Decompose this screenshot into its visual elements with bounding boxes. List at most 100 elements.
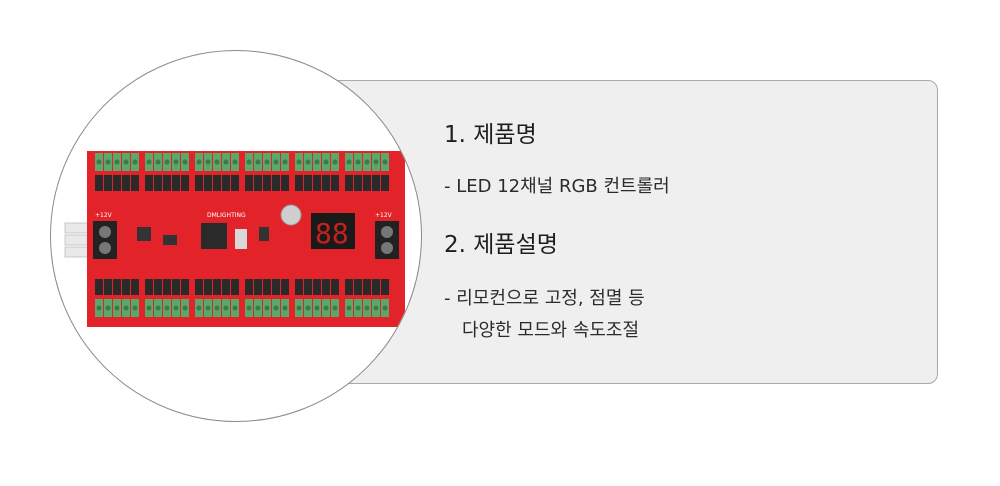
terminal-screw xyxy=(305,305,311,311)
mosfet xyxy=(231,279,239,295)
mosfet xyxy=(181,279,189,295)
terminal-screw xyxy=(255,159,261,165)
terminal-screw xyxy=(323,159,329,165)
terminal-screw xyxy=(273,305,279,311)
seven-segment-display xyxy=(311,213,355,249)
mosfet xyxy=(95,175,103,191)
terminal-screw xyxy=(223,159,229,165)
display-digits: 88 xyxy=(315,217,349,250)
terminal-screw xyxy=(373,305,379,311)
terminal-screw xyxy=(96,305,102,311)
terminal-screw xyxy=(196,159,202,165)
terminal-screw xyxy=(132,159,138,165)
mosfet xyxy=(195,175,203,191)
terminal-screw xyxy=(273,159,279,165)
terminal-screw xyxy=(105,159,111,165)
terminal-screw xyxy=(364,305,370,311)
terminal-screw xyxy=(196,305,202,311)
terminal-screw xyxy=(146,305,152,311)
mosfet xyxy=(263,175,271,191)
mosfet xyxy=(381,279,389,295)
section-desc-product-name: - LED 12채널 RGB 컨트롤러 xyxy=(444,176,670,197)
terminal-screw xyxy=(264,159,270,165)
terminal-screw xyxy=(114,305,120,311)
mosfet xyxy=(304,175,312,191)
mosfet xyxy=(95,279,103,295)
mosfet xyxy=(213,279,221,295)
terminal-screw xyxy=(132,305,138,311)
terminal-screw xyxy=(305,159,311,165)
mosfet xyxy=(145,279,153,295)
section-title-product-name: 1. 제품명 xyxy=(444,122,537,148)
mosfet xyxy=(172,279,180,295)
terminal-screw xyxy=(264,305,270,311)
power-label-right: +12V xyxy=(375,212,393,219)
mosfet xyxy=(245,279,253,295)
section-title-product-description: 2. 제품설명 xyxy=(444,232,558,258)
mosfet xyxy=(254,175,262,191)
buzzer xyxy=(280,204,302,226)
product-photo-circle: +12V +12V 88 DMLIGHTING xyxy=(50,50,422,422)
terminal-screw xyxy=(173,305,179,311)
terminal-screw xyxy=(214,305,220,311)
terminal-screw xyxy=(155,159,161,165)
mosfet xyxy=(272,175,280,191)
mosfet xyxy=(354,279,362,295)
terminal-screw xyxy=(296,159,302,165)
terminal-screw xyxy=(346,159,352,165)
terminal-screw xyxy=(205,159,211,165)
power-label-left: +12V xyxy=(95,212,113,219)
mosfet xyxy=(313,279,321,295)
mosfet xyxy=(104,175,112,191)
terminal-screw xyxy=(182,305,188,311)
mosfet xyxy=(304,279,312,295)
mosfet xyxy=(213,175,221,191)
terminal-screw xyxy=(232,159,238,165)
mosfet xyxy=(231,175,239,191)
terminal-screw xyxy=(123,305,129,311)
mosfet xyxy=(113,175,121,191)
mosfet xyxy=(163,175,171,191)
mosfet xyxy=(345,175,353,191)
mosfet xyxy=(154,279,162,295)
mosfet xyxy=(313,175,321,191)
mosfet xyxy=(113,279,121,295)
crystal-oscillator xyxy=(235,229,247,249)
mosfet xyxy=(154,175,162,191)
mosfet xyxy=(281,279,289,295)
mosfet xyxy=(172,175,180,191)
terminal-screw xyxy=(332,159,338,165)
mosfet xyxy=(131,279,139,295)
mosfet xyxy=(222,279,230,295)
mosfet xyxy=(295,175,303,191)
terminal-screw xyxy=(323,305,329,311)
mosfet xyxy=(122,175,130,191)
mosfet xyxy=(145,175,153,191)
terminal-screw xyxy=(296,305,302,311)
mosfet xyxy=(281,175,289,191)
terminal-screw xyxy=(155,305,161,311)
mosfet xyxy=(331,175,339,191)
mosfet xyxy=(331,279,339,295)
terminal-screw xyxy=(182,159,188,165)
mosfet xyxy=(372,279,380,295)
terminal-screw xyxy=(282,305,288,311)
terminal-screw xyxy=(246,305,252,311)
mosfet xyxy=(322,279,330,295)
mosfet xyxy=(181,175,189,191)
microcontroller-chip xyxy=(201,223,227,249)
mosfet xyxy=(381,175,389,191)
terminal-screw xyxy=(382,305,388,311)
terminal-screw xyxy=(355,305,361,311)
mosfet xyxy=(272,279,280,295)
mosfet xyxy=(104,279,112,295)
mosfet xyxy=(131,175,139,191)
brand-mark: DMLIGHTING xyxy=(207,212,246,219)
mosfet xyxy=(263,279,271,295)
terminal-screw xyxy=(382,159,388,165)
section-desc-product-description-line1: - 리모컨으로 고정, 점멸 등 xyxy=(444,288,645,309)
mosfet xyxy=(322,175,330,191)
mosfet xyxy=(363,279,371,295)
mosfet xyxy=(295,279,303,295)
mosfet xyxy=(122,279,130,295)
